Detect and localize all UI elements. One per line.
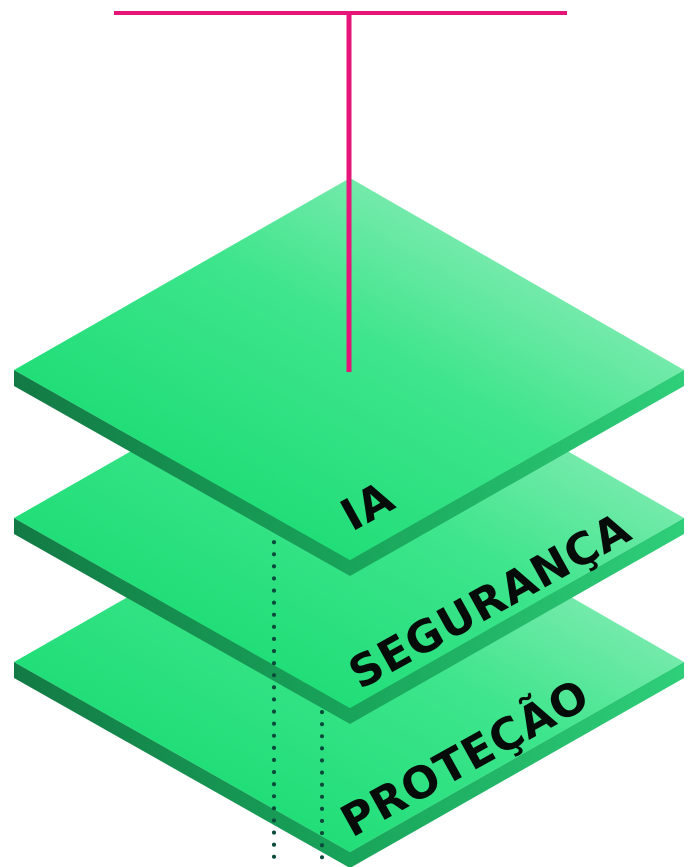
accent-connector <box>114 11 567 372</box>
